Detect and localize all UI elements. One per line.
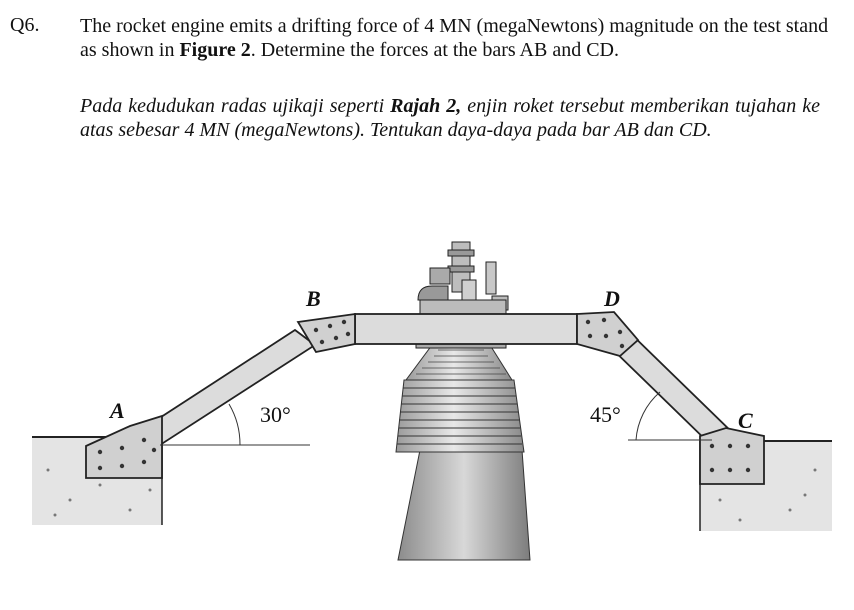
- joint-plate-c: [699, 427, 765, 485]
- joint-plate-a: [85, 414, 163, 479]
- angle-30-marker: [160, 403, 310, 446]
- bar-ab: [136, 328, 317, 447]
- label-b: B: [305, 286, 321, 311]
- joint-plate-b: [296, 312, 356, 354]
- malay-text-part1: Pada kedudukan radas ujikaji seperti: [80, 95, 391, 117]
- label-angle-45: 45°: [590, 402, 621, 427]
- label-c: C: [738, 408, 753, 433]
- malay-text-part2: enjin roket tersebut memberikan tujahan …: [80, 95, 820, 141]
- beam-bd: [354, 313, 578, 345]
- joint-plate-d: [576, 311, 640, 357]
- rocket-engine: [395, 241, 531, 561]
- english-figure-ref: Figure 2: [179, 39, 251, 61]
- question-text-malay: Pada kedudukan radas ujikaji seperti Raj…: [80, 94, 820, 142]
- label-angle-30: 30°: [260, 402, 291, 427]
- english-text-part1: The rocket engine emits a drifting force…: [80, 15, 829, 61]
- label-d: D: [603, 286, 620, 311]
- english-text-part2: . Determine the forces at the bars AB an…: [250, 39, 619, 61]
- rocket-test-stand-figure: A B C D 30° 45°: [32, 241, 832, 561]
- question-number: Q6.: [10, 14, 40, 36]
- label-a: A: [108, 398, 125, 423]
- question-text-english: The rocket engine emits a drifting force…: [80, 14, 830, 62]
- angle-45-marker: [628, 391, 712, 441]
- malay-figure-ref: Rajah 2,: [390, 95, 462, 117]
